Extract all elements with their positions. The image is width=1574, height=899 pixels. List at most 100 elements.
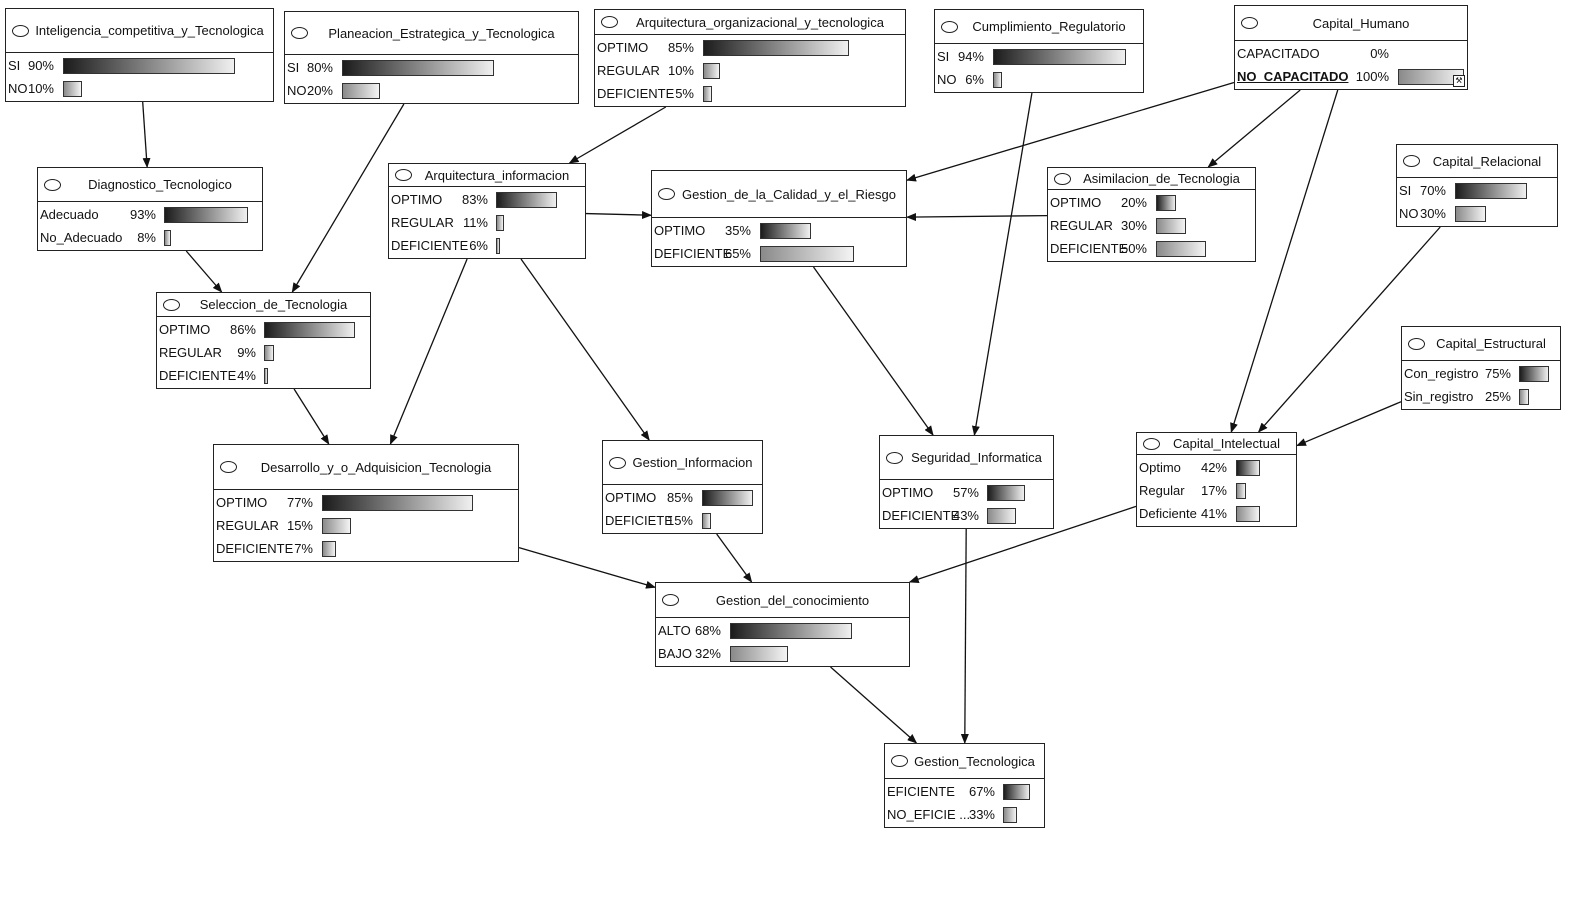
node-header[interactable]: Arquitectura_informacion	[389, 164, 585, 187]
node-arquitectura-organizacional-y-tecnologica[interactable]: Arquitectura_organizacional_y_tecnologic…	[594, 9, 906, 107]
state-label: OPTIMO	[159, 322, 211, 337]
state-label: SI	[937, 49, 950, 64]
state-label: OPTIMO	[882, 485, 934, 500]
edge-capital-intelectual-to-gestion-del-conocimiento	[908, 505, 1137, 583]
node-header[interactable]: Desarrollo_y_o_Adquisicion_Tecnologia	[214, 445, 518, 490]
node-header[interactable]: Gestion_del_conocimiento	[656, 583, 909, 618]
node-header[interactable]: Diagnostico_Tecnologico	[38, 168, 262, 202]
node-header[interactable]: Inteligencia_competitiva_y_Tecnologica	[6, 9, 273, 53]
node-header[interactable]: Arquitectura_organizacional_y_tecnologic…	[595, 10, 905, 35]
node-title: Arquitectura_organizacional_y_tecnologic…	[636, 14, 884, 30]
node-header[interactable]: Capital_Intelectual	[1137, 433, 1296, 455]
state-label: Sin_registro	[1404, 389, 1474, 404]
state-label: DEFICIENTE	[159, 368, 237, 383]
node-header[interactable]: Asimilacion_de_Tecnologia	[1048, 168, 1255, 190]
node-header[interactable]: Capital_Estructural	[1402, 327, 1560, 361]
node-header[interactable]: Seleccion_de_Tecnologia	[157, 293, 370, 317]
node-ellipse-icon	[1054, 172, 1071, 185]
state-probability-bar	[1455, 183, 1527, 199]
node-header[interactable]: Planeacion_Estrategica_y_Tecnologica	[285, 12, 578, 55]
state-label: Con_registro	[1404, 366, 1479, 381]
node-ellipse-icon	[1403, 155, 1420, 167]
node-header[interactable]: Gestion_de_la_Calidad_y_el_Riesgo	[652, 171, 906, 218]
state-row[interactable]: NO_EFICIE ...33%	[885, 804, 1044, 827]
node-header[interactable]: Gestion_Tecnologica	[885, 744, 1044, 779]
node-header[interactable]: Capital_Relacional	[1397, 145, 1557, 178]
node-header[interactable]: Seguridad_Informatica	[880, 436, 1053, 480]
state-label: SI	[287, 60, 300, 75]
state-percentage: 15%	[666, 513, 693, 528]
edge-capital-estructural-to-capital-intelectual	[1296, 401, 1402, 447]
node-header[interactable]: Cumplimiento_Regulatorio	[935, 10, 1143, 44]
node-title: Gestion_Tecnologica	[914, 753, 1035, 769]
node-header[interactable]: Capital_Humano	[1235, 6, 1467, 41]
node-header[interactable]: Gestion_Informacion	[603, 441, 762, 485]
state-percentage: 30%	[1419, 206, 1446, 221]
state-probability-bar	[760, 246, 854, 262]
state-percentage: 6%	[469, 238, 488, 253]
state-percentage: 33%	[968, 807, 995, 822]
evidence-wrench-icon[interactable]: ⚒	[1453, 75, 1465, 87]
